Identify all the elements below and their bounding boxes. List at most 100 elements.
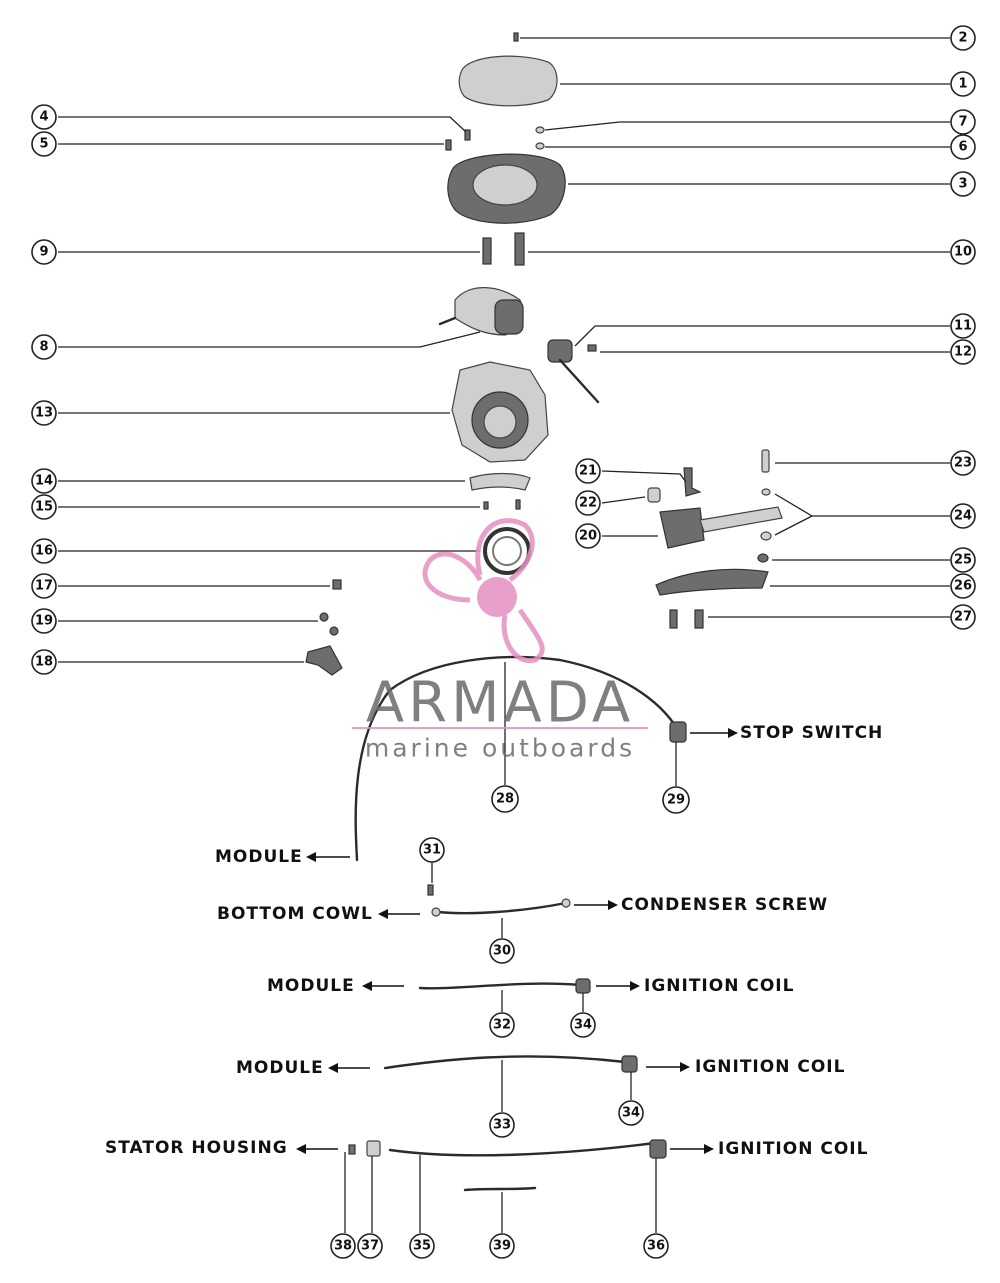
part-29-connector — [669, 721, 687, 743]
armada-watermark: ARMADA marine outboards — [352, 518, 648, 763]
callout-39: 39 — [489, 1233, 515, 1259]
leader-21 — [601, 470, 687, 483]
svg-text:29: 29 — [667, 793, 685, 808]
callout-28: 28 — [491, 785, 519, 813]
callout-22: 22 — [575, 490, 601, 516]
part-21-link — [683, 467, 702, 497]
svg-text:2: 2 — [958, 31, 967, 46]
leader-22 — [601, 496, 646, 504]
part-8-coil-body — [494, 299, 524, 335]
callouts: 1 2 3 4 5 6 7 8 9 10 11 12 13 14 15 16 1… — [31, 25, 976, 1259]
parts-group — [305, 32, 783, 676]
part-5-screw — [445, 139, 452, 151]
part-24-washer-a — [761, 488, 771, 496]
callout-15: 15 — [31, 494, 57, 520]
part-24-washer-b — [760, 531, 772, 541]
leader-24a — [774, 493, 950, 517]
reference-labels: STOP SWITCH MODULE BOTTOM COWL CONDENSER… — [105, 723, 883, 1159]
callout-4: 4 — [31, 104, 57, 130]
part-2-screw — [513, 32, 519, 42]
svg-text:22: 22 — [579, 496, 597, 511]
part-12-screw — [587, 344, 597, 352]
callout-24: 24 — [950, 503, 976, 529]
part-13-stator-bore — [483, 405, 517, 439]
part-18-bracket — [305, 645, 343, 676]
svg-text:21: 21 — [579, 464, 597, 479]
callout-21: 21 — [575, 458, 601, 484]
svg-text:10: 10 — [954, 245, 972, 260]
callout-25: 25 — [950, 547, 976, 573]
svg-text:16: 16 — [35, 544, 53, 559]
part-25-nut — [757, 553, 769, 563]
callout-6: 6 — [950, 134, 976, 160]
callout-8: 8 — [31, 334, 57, 360]
callout-18: 18 — [31, 649, 57, 675]
svg-text:25: 25 — [954, 553, 972, 568]
part-22-screw — [647, 487, 661, 503]
part-36-boot — [649, 1139, 667, 1159]
svg-text:4: 4 — [39, 110, 48, 125]
svg-text:12: 12 — [954, 345, 972, 360]
label-stator-housing: STATOR HOUSING — [105, 1138, 288, 1158]
part-11-switch-lead — [558, 358, 600, 404]
svg-text:13: 13 — [35, 406, 53, 421]
svg-text:20: 20 — [579, 529, 597, 544]
part-19-nut-b — [329, 626, 339, 636]
wire-35-lead — [388, 1141, 657, 1157]
callout-20: 20 — [575, 523, 601, 549]
svg-text:35: 35 — [413, 1239, 431, 1254]
label-stop-switch: STOP SWITCH — [740, 723, 883, 743]
svg-text:33: 33 — [493, 1118, 511, 1133]
part-34-boot-b — [621, 1055, 638, 1073]
callout-34a: 34 — [570, 1012, 596, 1038]
wire-39-lead — [463, 1186, 537, 1192]
part-38-screw — [348, 1144, 356, 1155]
label-ignition-coil-1: IGNITION COIL — [644, 976, 794, 996]
part-15-screw-a — [483, 501, 489, 510]
svg-text:19: 19 — [35, 614, 53, 629]
callout-30: 30 — [489, 938, 515, 964]
callout-16: 16 — [31, 538, 57, 564]
callout-38: 38 — [330, 1233, 356, 1259]
watermark-name: ARMADA — [366, 671, 634, 736]
callout-12: 12 — [950, 339, 976, 365]
svg-text:23: 23 — [954, 456, 972, 471]
callout-7: 7 — [950, 109, 976, 135]
label-ignition-coil-3: IGNITION COIL — [718, 1139, 868, 1159]
part-9-magnet — [482, 237, 492, 265]
leader-11 — [574, 325, 950, 347]
svg-text:39: 39 — [493, 1239, 511, 1254]
label-condenser-screw: CONDENSER SCREW — [621, 895, 828, 915]
part-16-ring-inner — [492, 536, 522, 566]
part-8-coil-lead — [438, 316, 457, 326]
armada-logo-hub — [477, 577, 517, 617]
callout-13: 13 — [31, 400, 57, 426]
svg-text:6: 6 — [958, 140, 967, 155]
wire-30-terminal-right — [561, 898, 571, 908]
svg-text:27: 27 — [954, 610, 972, 625]
part-34-boot-a — [575, 978, 591, 994]
svg-text:1: 1 — [958, 77, 967, 92]
callout-9: 9 — [31, 239, 57, 265]
callout-29: 29 — [662, 786, 690, 814]
leader-7 — [544, 121, 950, 131]
label-module-1: MODULE — [215, 847, 303, 867]
callout-23: 23 — [950, 450, 976, 476]
part-20-bracket — [659, 507, 705, 549]
part-7-washer — [535, 126, 545, 134]
label-module-2: MODULE — [267, 976, 355, 996]
callout-36: 36 — [643, 1233, 669, 1259]
part-11-switch — [547, 339, 573, 363]
callout-37: 37 — [357, 1233, 383, 1259]
part-10-magnet — [514, 232, 525, 266]
wire-28-stop-switch-lead — [354, 655, 680, 862]
callout-3: 3 — [950, 171, 976, 197]
svg-text:18: 18 — [35, 655, 53, 670]
leader-8 — [58, 331, 481, 348]
part-3-flywheel-hub — [472, 164, 538, 206]
svg-text:37: 37 — [361, 1239, 379, 1254]
callout-19: 19 — [31, 608, 57, 634]
wires-group — [348, 655, 687, 1192]
svg-text:8: 8 — [39, 340, 48, 355]
part-26-plate — [655, 568, 769, 596]
